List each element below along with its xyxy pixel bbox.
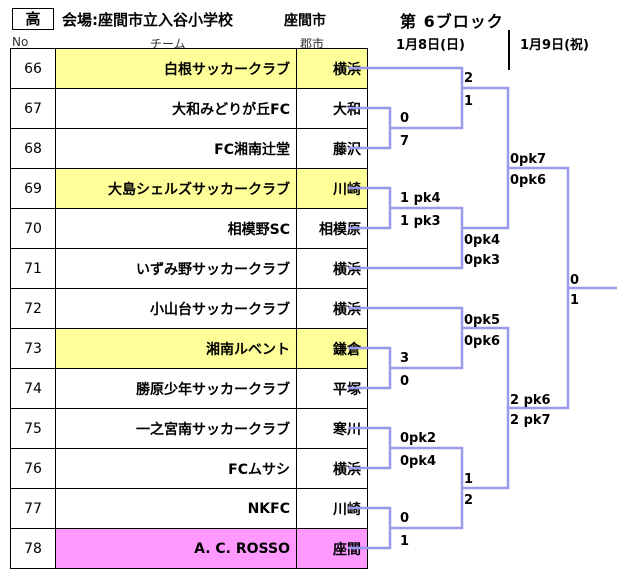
date-day1: 1月8日(日)	[396, 38, 465, 53]
bracket-line	[348, 206, 464, 270]
block-title: 第 6ブロック	[400, 12, 504, 31]
bracket-line	[348, 106, 392, 150]
score-r2a-bottom: 1	[464, 94, 474, 109]
team-number: 69	[10, 168, 56, 209]
score-r2d-top: 1	[464, 472, 474, 487]
team-name: 相模野SC	[55, 208, 297, 249]
team-number: 73	[10, 328, 56, 369]
bracket-line	[462, 326, 510, 490]
column-header-team: チーム	[150, 37, 186, 51]
bracket-line	[508, 166, 570, 410]
team-name: 大島シェルズサッカークラブ	[55, 168, 297, 209]
team-city: 川崎	[296, 168, 368, 209]
team-name: NKFC	[55, 488, 297, 529]
team-number: 70	[10, 208, 56, 249]
score-m5-top: 0	[400, 511, 410, 526]
bracket-line	[348, 306, 464, 370]
team-number: 74	[10, 368, 56, 409]
score-m3-top: 3	[400, 351, 410, 366]
team-name: FC湘南辻堂	[55, 128, 297, 169]
team-name: 白根サッカークラブ	[55, 48, 297, 89]
score-r2d-bottom: 2	[464, 493, 474, 508]
bracket-line	[348, 186, 392, 230]
score-m4-top: 0pk2	[400, 431, 437, 446]
city-header: 座間市	[284, 13, 326, 29]
bracket-line	[348, 66, 464, 130]
score-sf2-top: 2 pk6	[510, 393, 551, 408]
score-final-top: 0	[570, 273, 580, 288]
score-sf2-bottom: 2 pk7	[510, 413, 551, 428]
date-day2: 1月9日(祝)	[520, 38, 589, 53]
team-number: 77	[10, 488, 56, 529]
column-header-no: No	[12, 35, 29, 49]
venue-label: 会場:座間市立入谷小学校	[62, 11, 233, 29]
score-final-bottom: 1	[570, 293, 580, 308]
bracket-line	[348, 426, 392, 470]
bracket-line	[462, 86, 510, 230]
date-separator	[508, 30, 510, 70]
score-sf1-top: 0pk7	[510, 152, 547, 167]
grade-label: 高	[12, 8, 54, 30]
score-r2c-bottom: 0pk6	[464, 334, 501, 349]
team-name: A. C. ROSSO	[55, 528, 297, 569]
score-r2a-top: 2	[464, 71, 474, 86]
score-m5-bottom: 1	[400, 534, 410, 549]
bracket-line	[348, 346, 392, 390]
team-name: FCムサシ	[55, 448, 297, 489]
team-city: 横浜	[296, 48, 368, 89]
score-sf1-bottom: 0pk6	[510, 173, 547, 188]
score-m4-bottom: 0pk4	[400, 454, 437, 469]
score-m1-bottom: 7	[400, 134, 410, 149]
score-m3-bottom: 0	[400, 374, 410, 389]
column-header-city: 郡市	[300, 37, 325, 51]
score-r2c-top: 0pk5	[464, 313, 501, 328]
bracket-line	[348, 506, 392, 550]
score-m2-top: 1 pk4	[400, 191, 441, 206]
team-name: いずみ野サッカークラブ	[55, 248, 297, 289]
team-number: 72	[10, 288, 56, 329]
score-r2b-bottom: 0pk3	[464, 253, 501, 268]
team-number: 67	[10, 88, 56, 129]
team-name: 一之宮南サッカークラブ	[55, 408, 297, 449]
score-m2-bottom: 1 pk3	[400, 214, 441, 229]
score-m1-top: 0	[400, 111, 410, 126]
team-name: 湘南ルベント	[55, 328, 297, 369]
score-r2b-top: 0pk4	[464, 233, 501, 248]
